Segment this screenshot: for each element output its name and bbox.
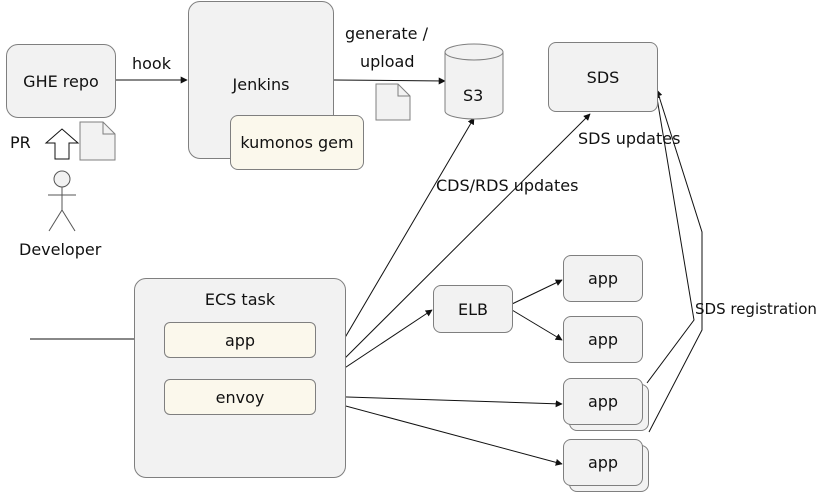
kumonos-gem-node: kumonos gem [230,115,364,170]
envoy-to-app3-arrow [315,395,563,408]
s3-bucket-icon [444,43,504,120]
developer-person-icon [48,170,76,232]
app-node-2: app [563,316,643,363]
developer-label: Developer [19,240,102,259]
sds-label: SDS [586,67,620,87]
ecs-task-node: ECS task [134,278,346,478]
uploaded-document-icon [375,83,411,121]
envoy-node: envoy [164,379,316,415]
hook-label: hook [132,54,171,73]
elb-to-app2-arrow [511,309,563,341]
app-node-3: app [563,378,643,425]
app-node-1: app [563,255,643,302]
generate-upload-label-line2: upload [360,52,415,71]
generate-upload-label-line1: generate / [345,24,428,43]
app-in-task-label: app [224,330,256,350]
upload-arrow [333,77,446,85]
pr-up-arrow-icon [44,128,80,160]
jenkins-label: Jenkins [232,75,290,94]
cds-rds-updates-label: CDS/RDS updates [436,176,579,195]
elb-to-app1-arrow [511,279,563,305]
app-node-4-label: app [587,453,619,472]
ghe-repo-node: GHE repo [6,44,116,118]
app-in-task-node: app [164,322,316,358]
elb-node: ELB [433,285,513,333]
app-node-1-label: app [587,269,619,288]
app4-to-sds-registration-arrow [648,89,703,433]
sds-node: SDS [548,42,658,112]
app3-to-sds-registration-arrow [646,91,695,384]
app-node-4: app [563,439,643,486]
app-node-2-label: app [587,330,619,349]
sds-registration-label: SDS registration [695,300,817,318]
envoy-label: envoy [215,387,265,407]
ghe-repo-label: GHE repo [23,71,99,91]
kumonos-gem-label: kumonos gem [240,133,354,152]
document-icon [79,121,116,161]
s3-label: S3 [463,86,484,105]
pr-label: PR [10,133,31,152]
ecs-task-label: ECS task [204,290,276,309]
sds-updates-label: SDS updates [578,129,681,148]
envoy-to-app4-arrow [315,397,563,466]
app-node-3-label: app [587,392,619,411]
envoy-to-sds-arrow [315,113,591,388]
elb-label: ELB [458,299,488,319]
